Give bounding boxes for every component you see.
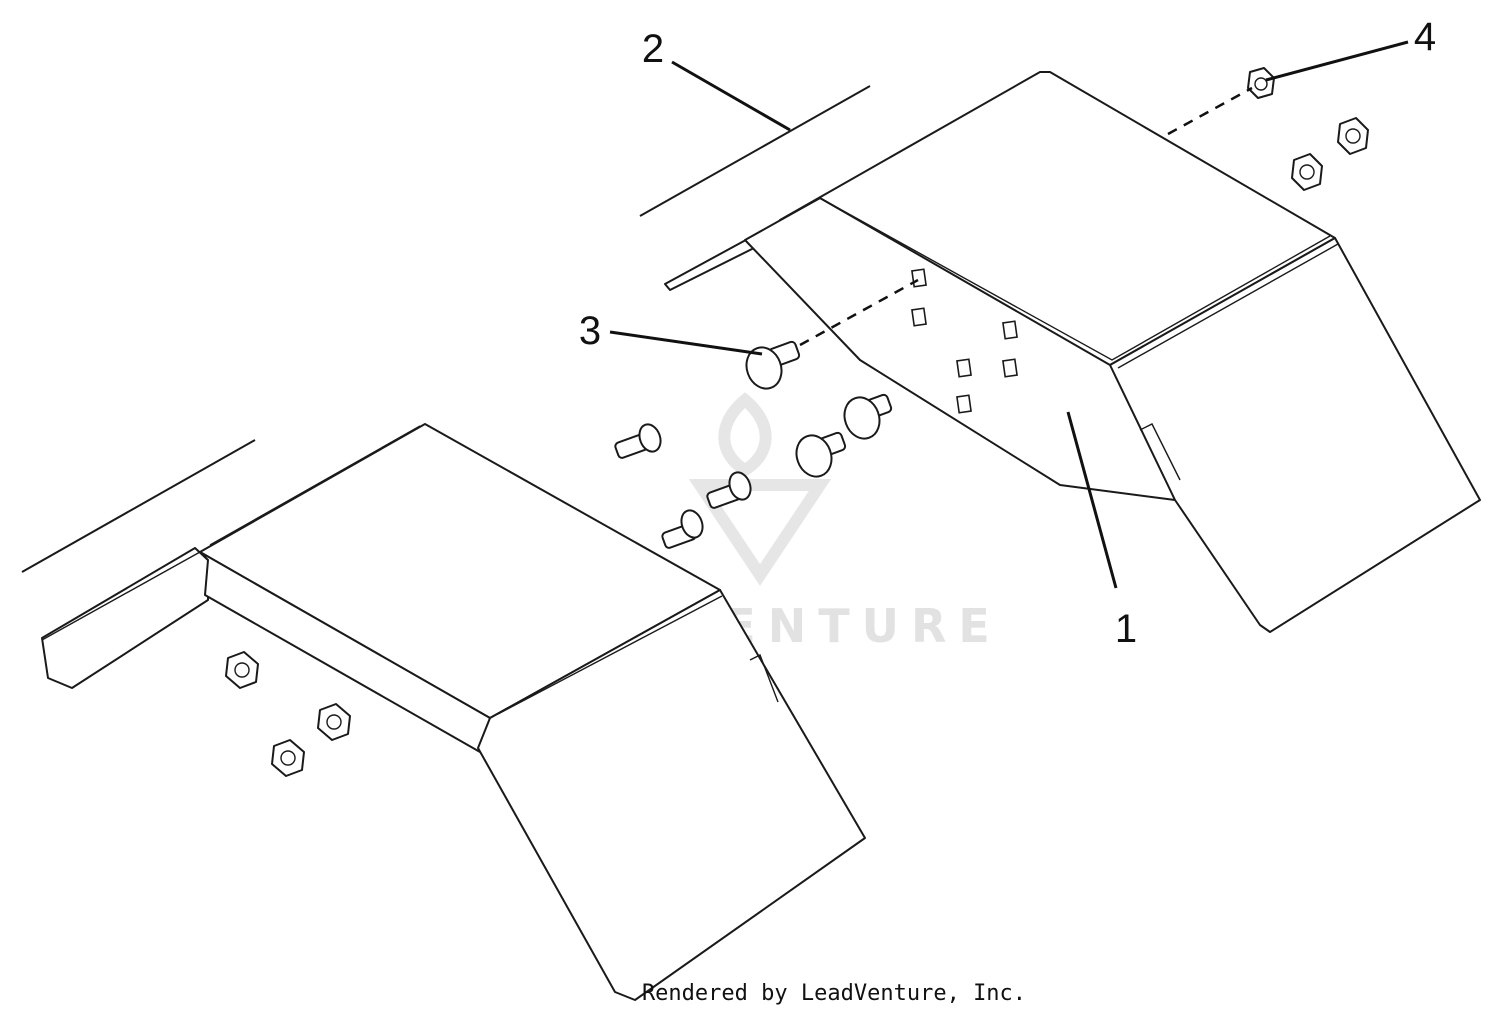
flange-bolts: [614, 423, 752, 549]
mount-slot: [911, 307, 927, 327]
hex-nut: [225, 651, 259, 689]
fender-left: [41, 423, 866, 1001]
mount-slot: [911, 268, 927, 288]
frame-line-lower: [21, 439, 256, 573]
leader-line-2: [671, 60, 791, 132]
carriage-bolt: [745, 340, 801, 390]
callout-2: 2: [642, 27, 664, 71]
hex-nuts: [225, 67, 1369, 777]
fender-right: [664, 71, 1481, 633]
hex-nut: [1337, 117, 1369, 155]
mount-slot: [1002, 320, 1018, 340]
flange-bolt: [706, 471, 752, 509]
mount-slot: [1002, 358, 1018, 378]
mount-slot: [956, 358, 972, 378]
carriage-bolt: [795, 431, 847, 478]
hex-nut: [1291, 153, 1323, 191]
frame-line-upper: [639, 85, 871, 217]
hex-nut: [317, 703, 351, 741]
assembly-line-nut: [1167, 86, 1253, 136]
callout-1: 1: [1115, 607, 1137, 651]
flange-bolt: [661, 509, 704, 549]
flange-bolt: [614, 423, 662, 459]
leadventure-logo-icon: [688, 392, 832, 586]
hex-nut: [1247, 67, 1275, 99]
leader-line-4: [1265, 40, 1409, 82]
carriage-bolt: [843, 393, 893, 440]
render-credit: Rendered by LeadVenture, Inc.: [642, 981, 1026, 1006]
hex-nut: [271, 739, 305, 777]
assembly-line-bolt: [799, 278, 919, 347]
callout-3: 3: [579, 309, 601, 353]
leader-line-3: [609, 330, 763, 356]
leader-line-1: [1066, 411, 1118, 589]
carriage-bolts: [745, 340, 893, 478]
callout-4: 4: [1414, 15, 1436, 59]
mount-slot: [956, 394, 972, 414]
